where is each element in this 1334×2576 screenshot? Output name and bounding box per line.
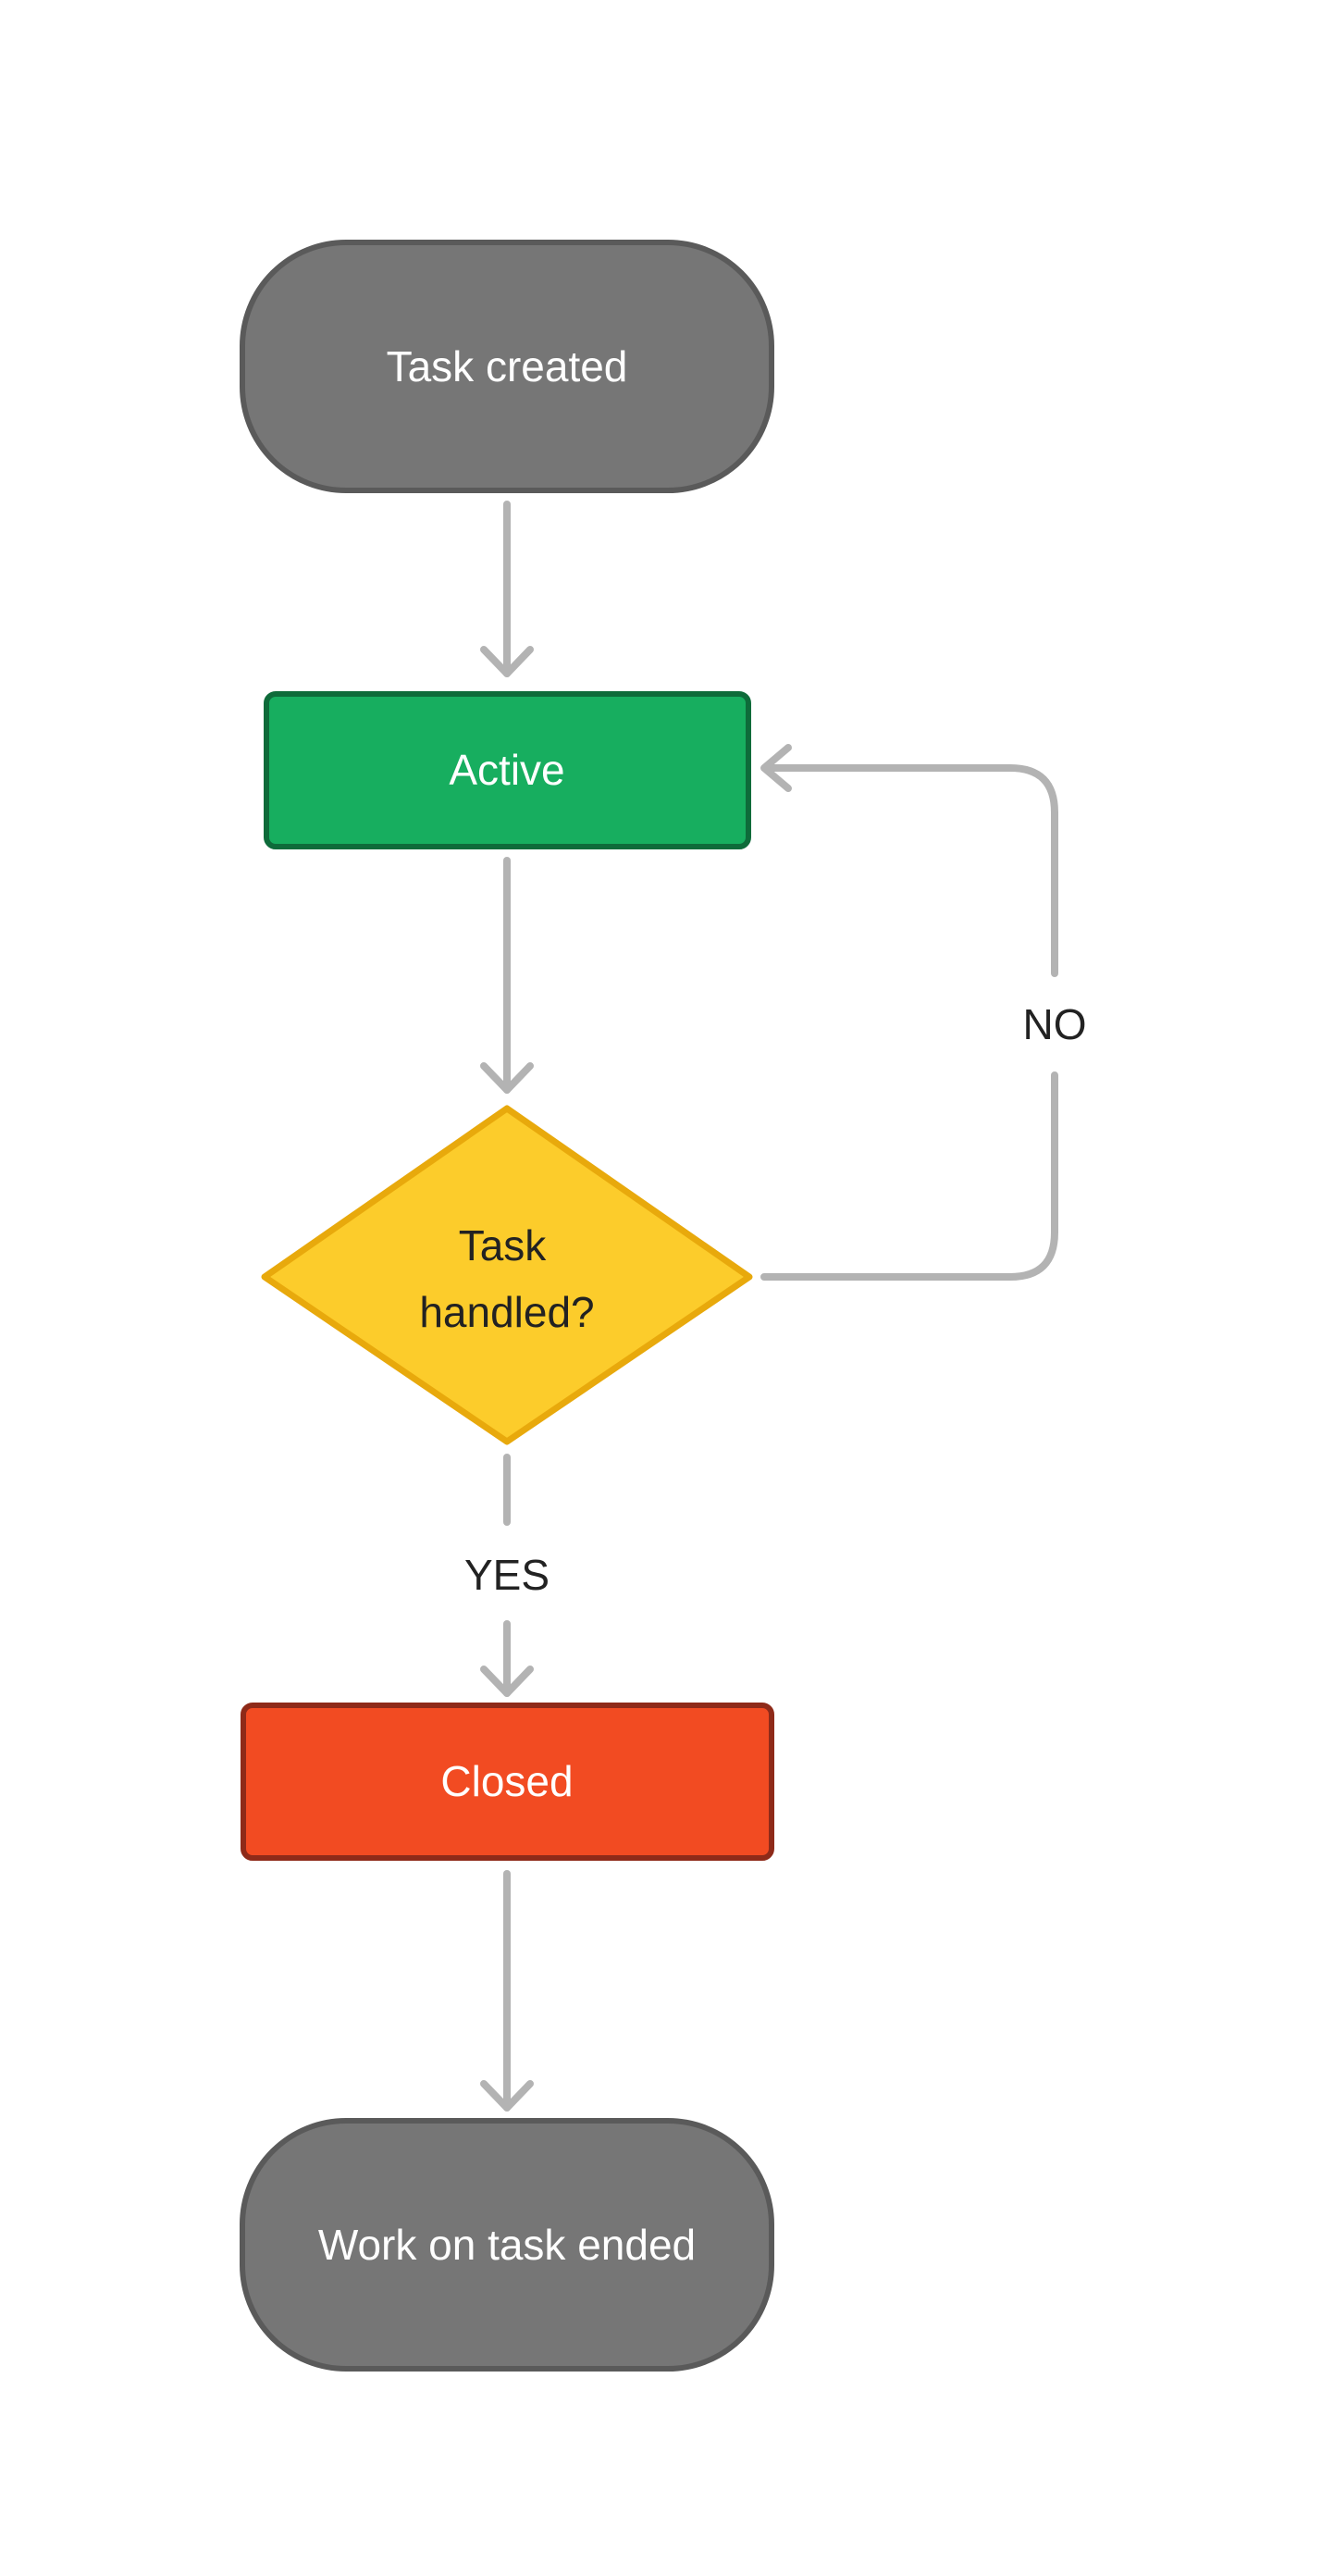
connector-start-to-active bbox=[480, 501, 534, 677]
node-active: Active bbox=[264, 691, 751, 849]
connector-decision-yes bbox=[480, 1454, 534, 1697]
process-shape bbox=[241, 1703, 774, 1861]
node-work-on-task-ended: Work on task ended bbox=[240, 2118, 774, 2372]
node-label-line-2: handled? bbox=[419, 1288, 594, 1336]
node-label: Work on task ended bbox=[318, 2221, 696, 2269]
node-label-line-1: Task bbox=[459, 1221, 548, 1269]
connector-closed-to-end bbox=[480, 1870, 534, 2112]
connector-active-to-decision bbox=[480, 857, 534, 1094]
node-label: Task created bbox=[387, 342, 628, 390]
edge-label-yes: YES bbox=[464, 1551, 550, 1599]
node-closed: Closed bbox=[241, 1703, 774, 1861]
node-label: Closed bbox=[440, 1757, 573, 1805]
terminal-shape bbox=[240, 2118, 774, 2372]
node-label: Active bbox=[449, 746, 564, 794]
decision-shape bbox=[261, 1105, 753, 1445]
terminal-shape bbox=[240, 240, 774, 493]
node-task-handled-decision: Task handled? bbox=[261, 1105, 753, 1445]
connector-decision-no-loop bbox=[760, 744, 1058, 1281]
node-task-created: Task created bbox=[240, 240, 774, 493]
process-shape bbox=[264, 691, 751, 849]
edge-label-no: NO bbox=[1023, 1000, 1087, 1048]
